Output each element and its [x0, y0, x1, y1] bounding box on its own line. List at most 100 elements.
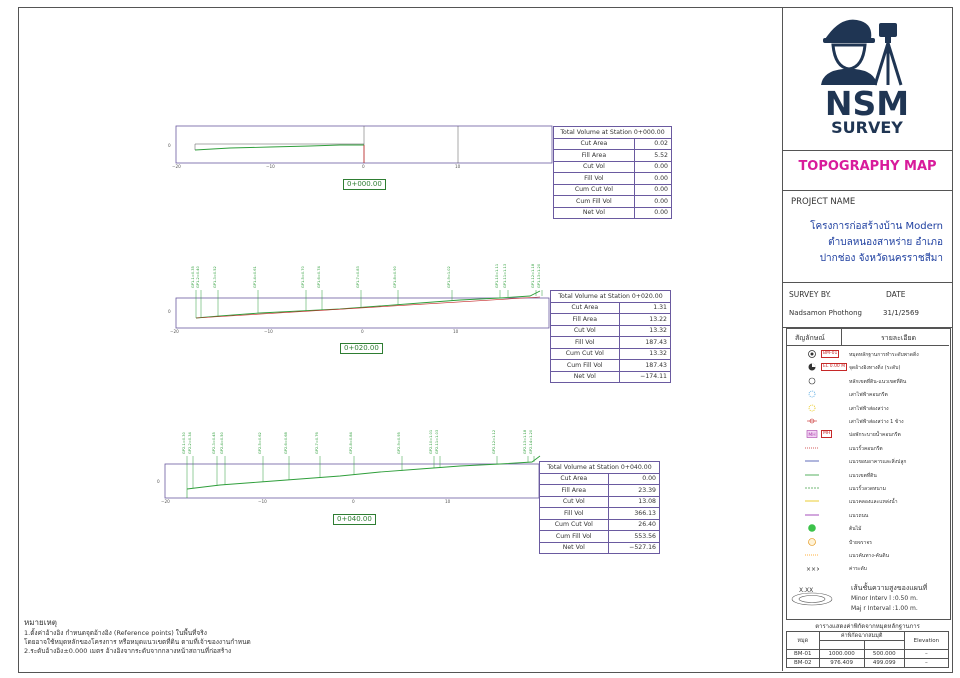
legend-text: แนวคลองและแหล่งน้ำ [849, 499, 898, 506]
svg-text:GP1-8=0.90: GP1-8=0.90 [393, 265, 397, 288]
legend-text: บ่อพักระบายน้ำคอนกรีต [849, 432, 901, 439]
bm-header: Elevation [903, 631, 950, 650]
legend-item: ต้นไม้ [783, 522, 952, 535]
logo: NSM SURVEY [783, 7, 952, 147]
legend-item: เสาไฟฟ้าส่องสว่าง [783, 402, 952, 415]
svg-text:GP2-8=0.84: GP2-8=0.84 [349, 431, 353, 454]
spot-height-icon: ××× [805, 564, 819, 572]
lamp-post-icon [805, 417, 819, 425]
cross-section-drawing: GP1-1=0.35 GP1-2=0.40 GP1-3=0.52 GP1-4=0… [157, 125, 553, 504]
notes-title: หมายเหตุ [24, 618, 57, 627]
light-pole-icon [805, 404, 819, 412]
svg-text:GP2-4=0.50: GP2-4=0.50 [220, 431, 224, 454]
surveyor-logo-icon: NSM SURVEY [821, 19, 909, 137]
tick-label: −10 [266, 164, 275, 169]
land-line-icon [805, 471, 819, 479]
fence-line-icon [805, 444, 819, 452]
volume-table-2: Total Volume at Station 0+040.00 Cut Are… [539, 461, 661, 554]
survey-by-label: SURVEY BY. [789, 290, 832, 299]
legend-tag: BM-01 [821, 350, 840, 358]
tick-label: −10 [264, 329, 273, 334]
date-label: DATE [886, 290, 906, 299]
legend-text: แนวรั้วลวดหนาม [849, 486, 886, 492]
svg-text:GP2-1=0.30: GP2-1=0.30 [182, 431, 186, 454]
section-0-plot [175, 125, 553, 164]
svg-text:GP1-13=1.20: GP1-13=1.20 [537, 263, 541, 288]
note-line: โดยอาจใช้หมุดหลักของโครงการ หรือหมุดแนวเ… [24, 638, 251, 646]
project-line: ตำบลหนองสาหร่าย อำเภอ [828, 237, 943, 248]
volume-table-0: Total Volume at Station 0+000.00 Cut Are… [553, 126, 673, 219]
svg-text:GP1-6=0.74: GP1-6=0.74 [317, 265, 321, 288]
legend-text: หลักเขตที่ดิน-แนวเขตที่ดิน [849, 378, 907, 385]
legend-text: เสาไฟฟ้าส่องสว่าง [849, 405, 889, 412]
road-line-icon [805, 511, 819, 519]
legend-item: ป้ายจราจร [783, 536, 952, 549]
svg-text:GP2-12=1.12: GP2-12=1.12 [492, 430, 496, 454]
contour-major: Maj r Interval :1.00 m. [851, 605, 918, 612]
legend-item: แนวคลองและแหล่งน้ำ [783, 495, 952, 508]
tick-label: 10 [455, 164, 461, 169]
legend-text: เสาไฟฟ้าคอนกรีต [849, 392, 888, 399]
tick-label: −10 [258, 499, 267, 504]
legend-text: แนวคันทาง-คันดิน [849, 553, 889, 559]
svg-text:GP1-12=1.18: GP1-12=1.18 [531, 263, 535, 288]
legend-tag: EL 0.00 M [821, 363, 848, 372]
svg-text:GP2-10=1.01: GP2-10=1.01 [429, 430, 433, 454]
svg-text:GP2-2=0.34: GP2-2=0.34 [188, 431, 192, 454]
svg-text:NSM: NSM [825, 84, 909, 123]
notes-block: หมายเหตุ 1.ตั้งค่าอ้างอิง กำหนดจุดอ้างอิ… [24, 616, 324, 656]
legend-text: แนวขอบอาคารและสิ่งปลูก [849, 459, 907, 466]
svg-text:GP2-6=0.68: GP2-6=0.68 [284, 431, 288, 454]
svg-text:MH: MH [808, 432, 815, 438]
tick-label: 0 [362, 164, 365, 169]
sign-icon [805, 537, 819, 546]
tree-icon [805, 524, 819, 532]
svg-text:GP2-14=1.20: GP2-14=1.20 [529, 429, 533, 454]
project-name-label: PROJECT NAME [791, 197, 856, 207]
legend-text: ต้นไม้ [849, 526, 862, 533]
svg-text:GP2-5=0.62: GP2-5=0.62 [258, 432, 262, 454]
legend-header-desc: รายละเอียด [881, 334, 917, 342]
svg-text:GP1-2=0.40: GP1-2=0.40 [196, 265, 200, 288]
note-line: 2.ระดับอ้างอิง±0.000 เมตร อ้างอิงจากระดั… [24, 647, 232, 655]
legend-header-symbol: สัญลักษณ์ [795, 334, 825, 342]
legend-text: ค่าระดับ [849, 566, 867, 573]
svg-text:GP2-11=1.03: GP2-11=1.03 [435, 430, 439, 454]
boundary-peg-icon [805, 377, 819, 385]
legend-item: หลักเขตที่ดิน-แนวเขตที่ดิน [783, 375, 952, 388]
station-label: 0+020.00 [340, 343, 383, 354]
building-line-icon [805, 457, 819, 465]
contour-sample-icon: X.XX [789, 579, 835, 613]
legend-text: หมุดหลักฐานการทำระดับพาดดิ่ง [849, 352, 919, 358]
water-line-icon [805, 497, 819, 505]
legend-tag: MH [821, 430, 833, 439]
legend-item: เสาไฟฟ้าคอนกรีต [783, 388, 952, 401]
volume-table-1: Total Volume at Station 0+020.00 Cut Are… [550, 290, 672, 383]
svg-text:GP2-3=0.45: GP2-3=0.45 [212, 432, 216, 454]
tick-label: −20 [172, 164, 181, 169]
bm-header: ค่าพิกัดฉากสมมุติ [818, 631, 905, 641]
legend-item: MH MH บ่อพักระบายน้ำคอนกรีต [783, 428, 952, 441]
tick-label: 0 [361, 329, 364, 334]
svg-text:X.XX: X.XX [799, 587, 813, 594]
tick-label: 0 [157, 479, 160, 484]
section-2-plot: GP2-1=0.30 GP2-2=0.34 GP2-3=0.45 GP2-4=0… [164, 429, 541, 499]
map-title: TOPOGRAPHY MAP [798, 159, 937, 174]
svg-text:GP1-11=1.13: GP1-11=1.13 [503, 264, 507, 288]
svg-text:GP1-7=0.83: GP1-7=0.83 [356, 266, 360, 288]
tick-label: 10 [453, 329, 459, 334]
svg-text:GP2-13=1.18: GP2-13=1.18 [523, 429, 527, 454]
bm-header: หมุด [786, 631, 820, 650]
legend-item: แนวเขตที่ดิน [783, 469, 952, 482]
legend-text: ป้ายจราจร [849, 539, 872, 546]
legend-item: BM-01 หมุดหลักฐานการทำระดับพาดดิ่ง [783, 348, 952, 361]
contour-minor: Minor Interv l :0.50 m. [851, 595, 918, 602]
manhole-icon: MH [805, 430, 819, 438]
tick-label: 0 [168, 143, 171, 148]
contour-title: เส้นชั้นความสูงของแผนที่ [851, 584, 928, 592]
svg-text:GP1-5=0.70: GP1-5=0.70 [301, 265, 305, 288]
legend-item: ××× ค่าระดับ [783, 562, 952, 575]
tick-label: 10 [445, 499, 451, 504]
